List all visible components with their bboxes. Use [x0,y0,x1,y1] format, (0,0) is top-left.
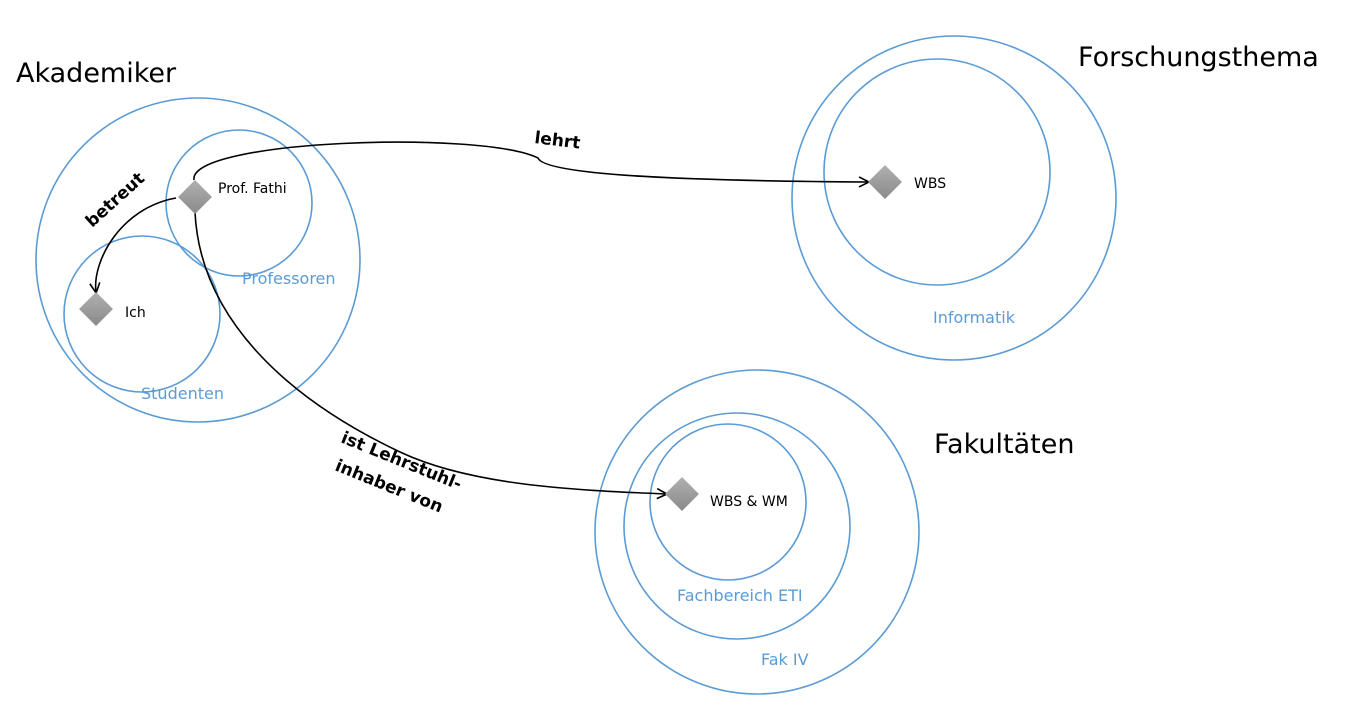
fachbereich-eti-circle [623,412,851,640]
professoren-circle [165,129,313,277]
fak-iv-circle [594,369,920,695]
relation-label-lehrt: lehrt [533,128,581,153]
studenten-circle [63,235,221,393]
node-wbs-wm-diamond-icon[interactable] [665,477,699,511]
node-label-wbs: WBS [914,176,946,192]
group-title-forschungsthema: Forschungsthema [1078,42,1319,73]
set-label-professoren: Professoren [242,269,336,288]
node-ich-diamond-icon[interactable] [79,292,113,326]
arrow-lehrt [193,141,868,182]
node-prof-diamond-icon[interactable] [178,180,212,214]
forschungsthema-circle [791,35,1117,361]
informatik-circle [823,58,1051,286]
set-label-fachbereich-eti: Fachbereich ETI [677,586,803,605]
set-label-fak-iv: Fak IV [761,650,809,669]
akademiker-circle [35,97,361,423]
wbs-wm-circle [649,423,807,581]
node-label-ich: Ich [125,305,146,321]
set-label-studenten: Studenten [141,384,224,403]
node-label-prof: Prof. Fathi [218,181,287,197]
arrow-betreut [96,197,177,292]
arrow-lehrstuhlinhaber [194,211,666,494]
group-title-akademiker: Akademiker [16,58,177,89]
node-label-wbs-wm: WBS & WM [710,494,788,510]
group-title-fakultaeten: Fakultäten [934,429,1074,460]
relation-label-betreut: betreut [82,169,149,232]
set-label-informatik: Informatik [933,308,1016,327]
node-wbs-diamond-icon[interactable] [868,165,902,199]
